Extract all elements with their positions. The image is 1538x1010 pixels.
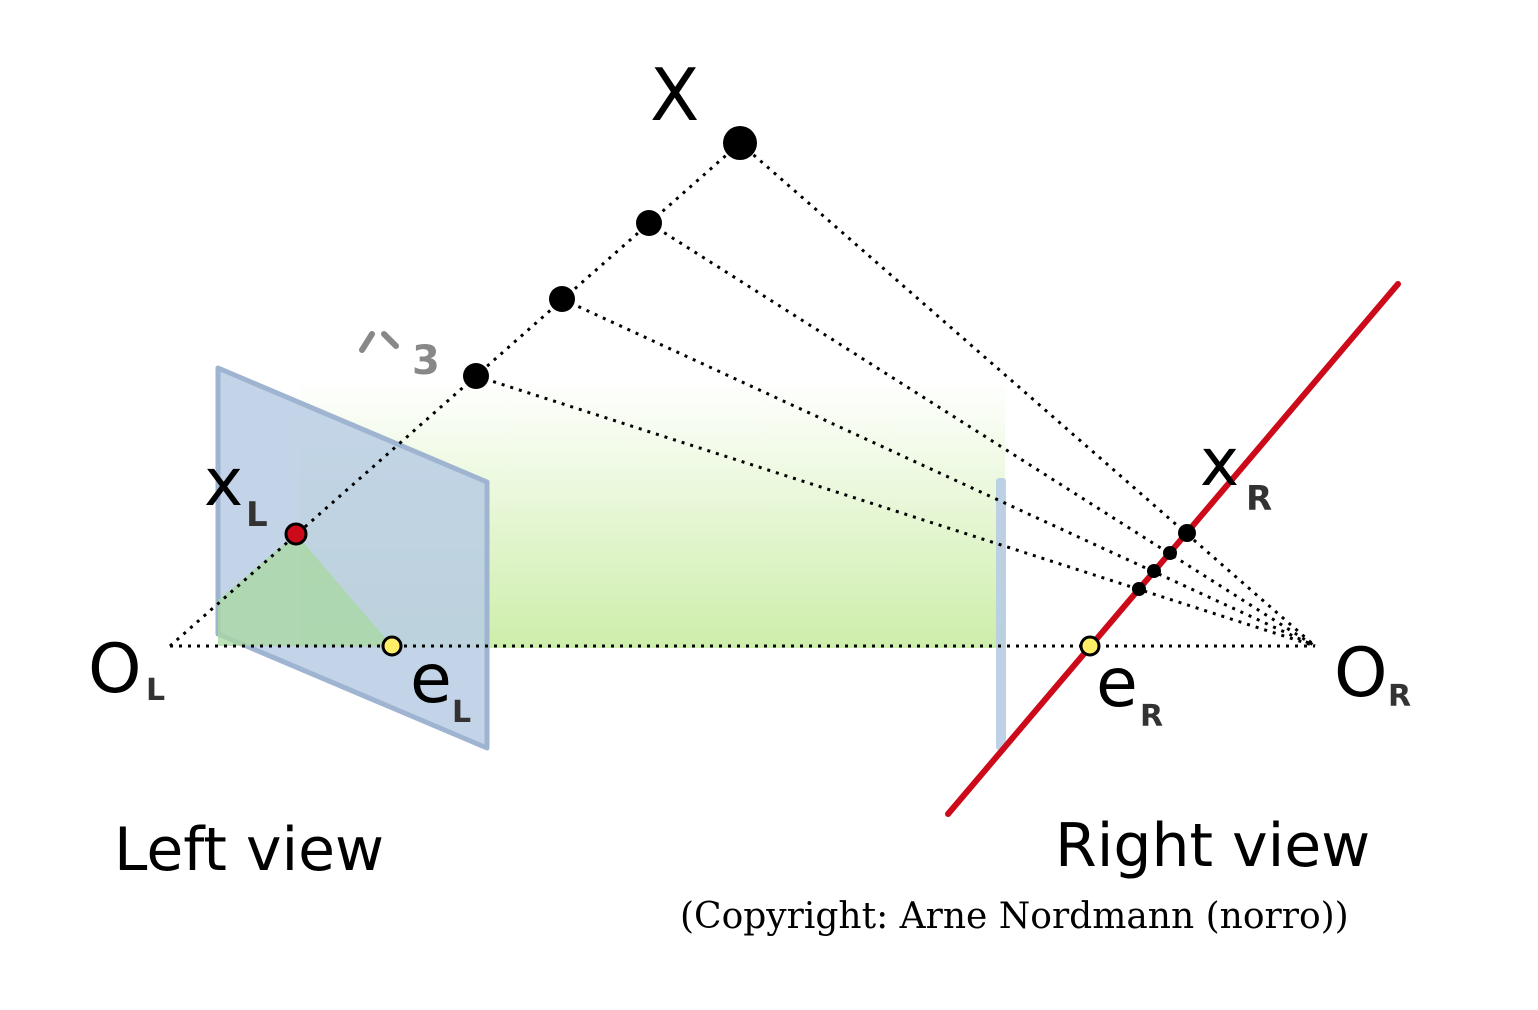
svg-text:e: e — [410, 640, 452, 719]
right-view-caption: Right view — [1055, 811, 1370, 881]
point-xr-2 — [1163, 546, 1177, 560]
svg-text:L: L — [452, 695, 471, 730]
point-xr-0 — [1132, 582, 1146, 596]
svg-text:L: L — [146, 673, 165, 708]
label-xR: x R — [1200, 424, 1272, 519]
left-ray — [169, 141, 741, 648]
copyright-text: (Copyright: Arne Nordmann (norro)) — [680, 896, 1349, 937]
right-ray-x0 — [475, 374, 1316, 648]
epipole-right — [1079, 635, 1101, 657]
svg-text:R: R — [1388, 679, 1411, 714]
right-ray-x1 — [561, 297, 1316, 648]
label-eR: e R — [1096, 644, 1163, 734]
right-ray-x2 — [648, 221, 1316, 648]
projection-rays — [169, 141, 1316, 648]
label-OR: O R — [1334, 634, 1411, 714]
svg-text:R: R — [1140, 699, 1163, 734]
point-xr-1 — [1147, 564, 1161, 578]
label-X: X — [650, 53, 699, 137]
label-eL: e L — [410, 640, 471, 730]
svg-text:e: e — [1096, 644, 1138, 723]
point-xl — [284, 522, 308, 546]
point-xr — [1178, 524, 1196, 542]
svg-text:x: x — [1200, 424, 1239, 501]
svg-text:O: O — [88, 630, 142, 709]
left-image-plane — [215, 365, 490, 751]
right-image-plane — [996, 478, 1006, 750]
label-xL: x L — [204, 444, 268, 535]
svg-text:3: 3 — [412, 338, 440, 384]
right-ray-x — [739, 141, 1316, 648]
svg-text:x: x — [204, 444, 243, 521]
left-view-caption: Left view — [114, 815, 384, 885]
svg-text:R: R — [1246, 479, 1272, 519]
point-x1 — [549, 286, 575, 312]
point-x — [723, 126, 757, 160]
svg-text:O: O — [1334, 634, 1388, 713]
label-OL: O L — [88, 630, 165, 709]
svg-text:L: L — [246, 495, 268, 535]
left-epipolar-triangle — [218, 534, 392, 646]
label-X3-faded: X 3 — [359, 331, 440, 384]
point-x2 — [636, 210, 662, 236]
point-x0 — [463, 363, 489, 389]
epipole-left — [381, 635, 403, 657]
